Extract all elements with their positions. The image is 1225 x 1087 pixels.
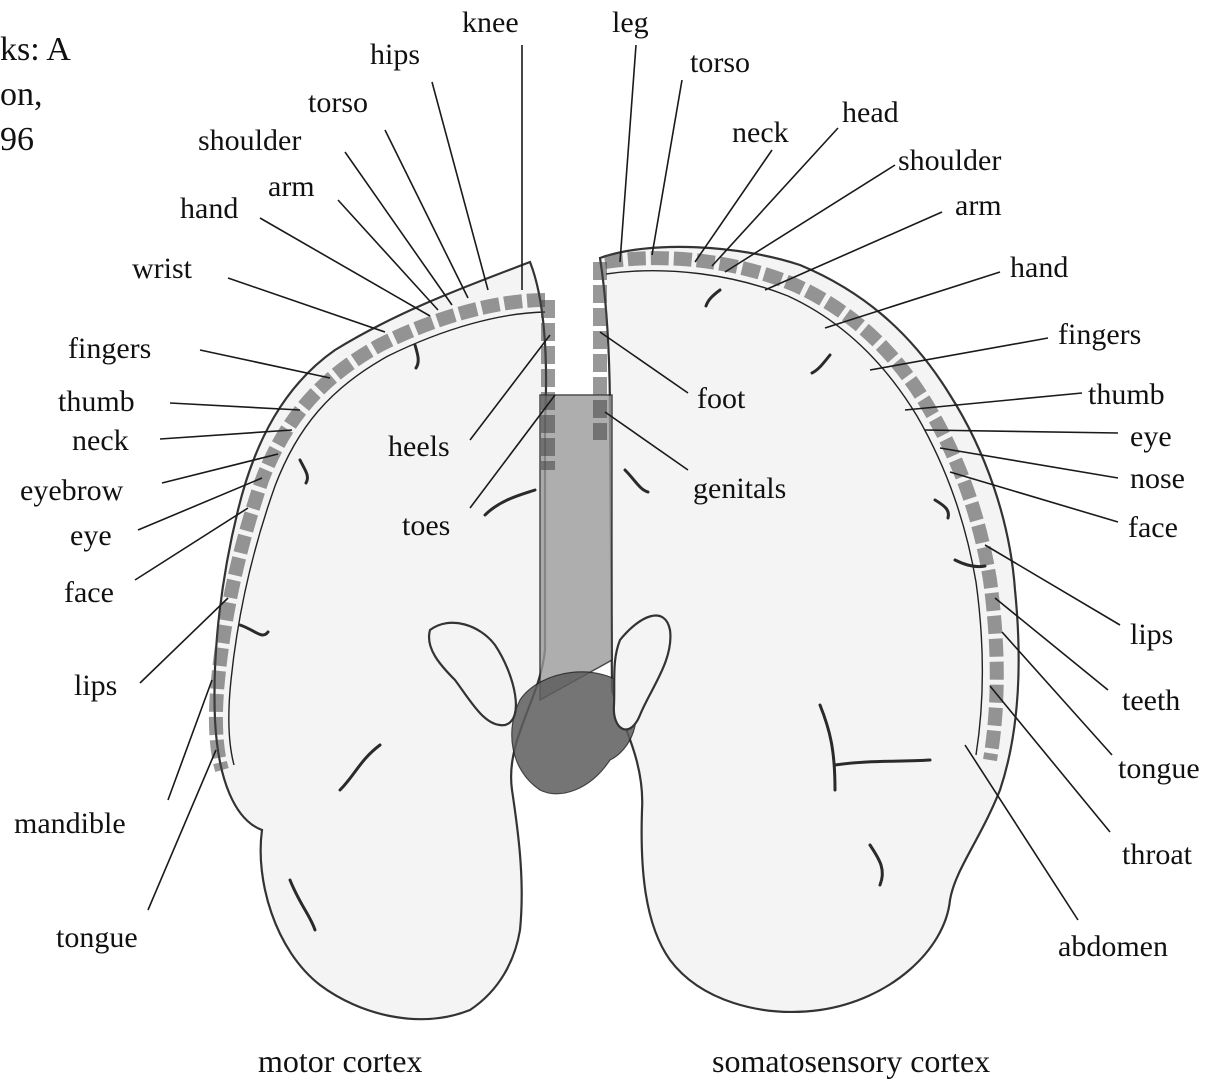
- label-sensory-neck: neck: [732, 116, 789, 149]
- label-sensory-torso: torso: [690, 46, 750, 79]
- leader-tongue-left: [148, 750, 216, 910]
- leader-hips: [432, 82, 488, 290]
- label-sensory-shoulder: shoulder: [898, 144, 1001, 177]
- label-sensory-genitals: genitals: [693, 472, 786, 505]
- label-sensory-leg: leg: [612, 6, 649, 39]
- label-sensory-lips: lips: [1130, 618, 1173, 651]
- label-motor-mandible: mandible: [14, 807, 126, 840]
- label-motor-hand: hand: [180, 192, 238, 225]
- label-sensory-tongue: tongue: [1118, 752, 1200, 785]
- label-motor-hips: hips: [370, 38, 420, 71]
- label-sensory-hand: hand: [1010, 251, 1068, 284]
- left-hemisphere: [214, 262, 546, 1019]
- label-motor-arm: arm: [268, 170, 315, 203]
- label-motor-knee: knee: [462, 6, 519, 39]
- label-sensory-throat: throat: [1122, 838, 1193, 871]
- label-sensory-eye: eye: [1130, 420, 1172, 453]
- label-motor-eye: eye: [70, 519, 112, 552]
- label-sensory-face: face: [1128, 511, 1178, 544]
- label-motor-toes: toes: [402, 509, 450, 542]
- label-motor-shoulder: shoulder: [198, 124, 301, 157]
- label-sensory-abdomen: abdomen: [1058, 930, 1168, 963]
- label-sensory-nose: nose: [1130, 462, 1185, 495]
- label-motor-tongue: tongue: [56, 921, 138, 954]
- leader-fingers-left: [200, 350, 330, 378]
- leader-mandible: [168, 680, 212, 800]
- label-sensory-head: head: [842, 96, 899, 129]
- leader-arm-right: [765, 212, 942, 290]
- label-sensory-arm: arm: [955, 189, 1002, 222]
- leader-torso-left: [385, 130, 468, 298]
- label-motor-wrist: wrist: [132, 252, 193, 285]
- leader-arm-left: [338, 200, 438, 310]
- label-motor-neck: neck: [72, 424, 129, 457]
- leader-leg: [620, 45, 636, 262]
- caption-motor-cortex: motor cortex: [258, 1043, 422, 1079]
- label-motor-thumb: thumb: [58, 385, 135, 418]
- corner-text-line2: on,: [0, 76, 43, 113]
- label-motor-fingers: fingers: [68, 332, 151, 365]
- label-sensory-foot: foot: [697, 382, 746, 415]
- leader-shoulder-left: [345, 152, 452, 305]
- label-motor-eyebrow: eyebrow: [20, 474, 124, 507]
- label-motor-heels: heels: [388, 430, 450, 463]
- leader-neck-right: [695, 150, 772, 262]
- corner-text-line1: ks: A: [0, 31, 71, 68]
- leader-torso-right: [652, 80, 682, 255]
- label-sensory-teeth: teeth: [1122, 684, 1180, 717]
- label-motor-face: face: [64, 576, 114, 609]
- leader-hand-left: [260, 218, 430, 316]
- label-motor-torso: torso: [308, 86, 368, 119]
- leader-wrist: [228, 278, 385, 332]
- label-sensory-thumb: thumb: [1088, 378, 1165, 411]
- corner-text-line3: 96: [0, 121, 34, 158]
- label-sensory-fingers: fingers: [1058, 318, 1141, 351]
- label-motor-lips: lips: [74, 669, 117, 702]
- caption-somatosensory-cortex: somatosensory cortex: [712, 1043, 990, 1079]
